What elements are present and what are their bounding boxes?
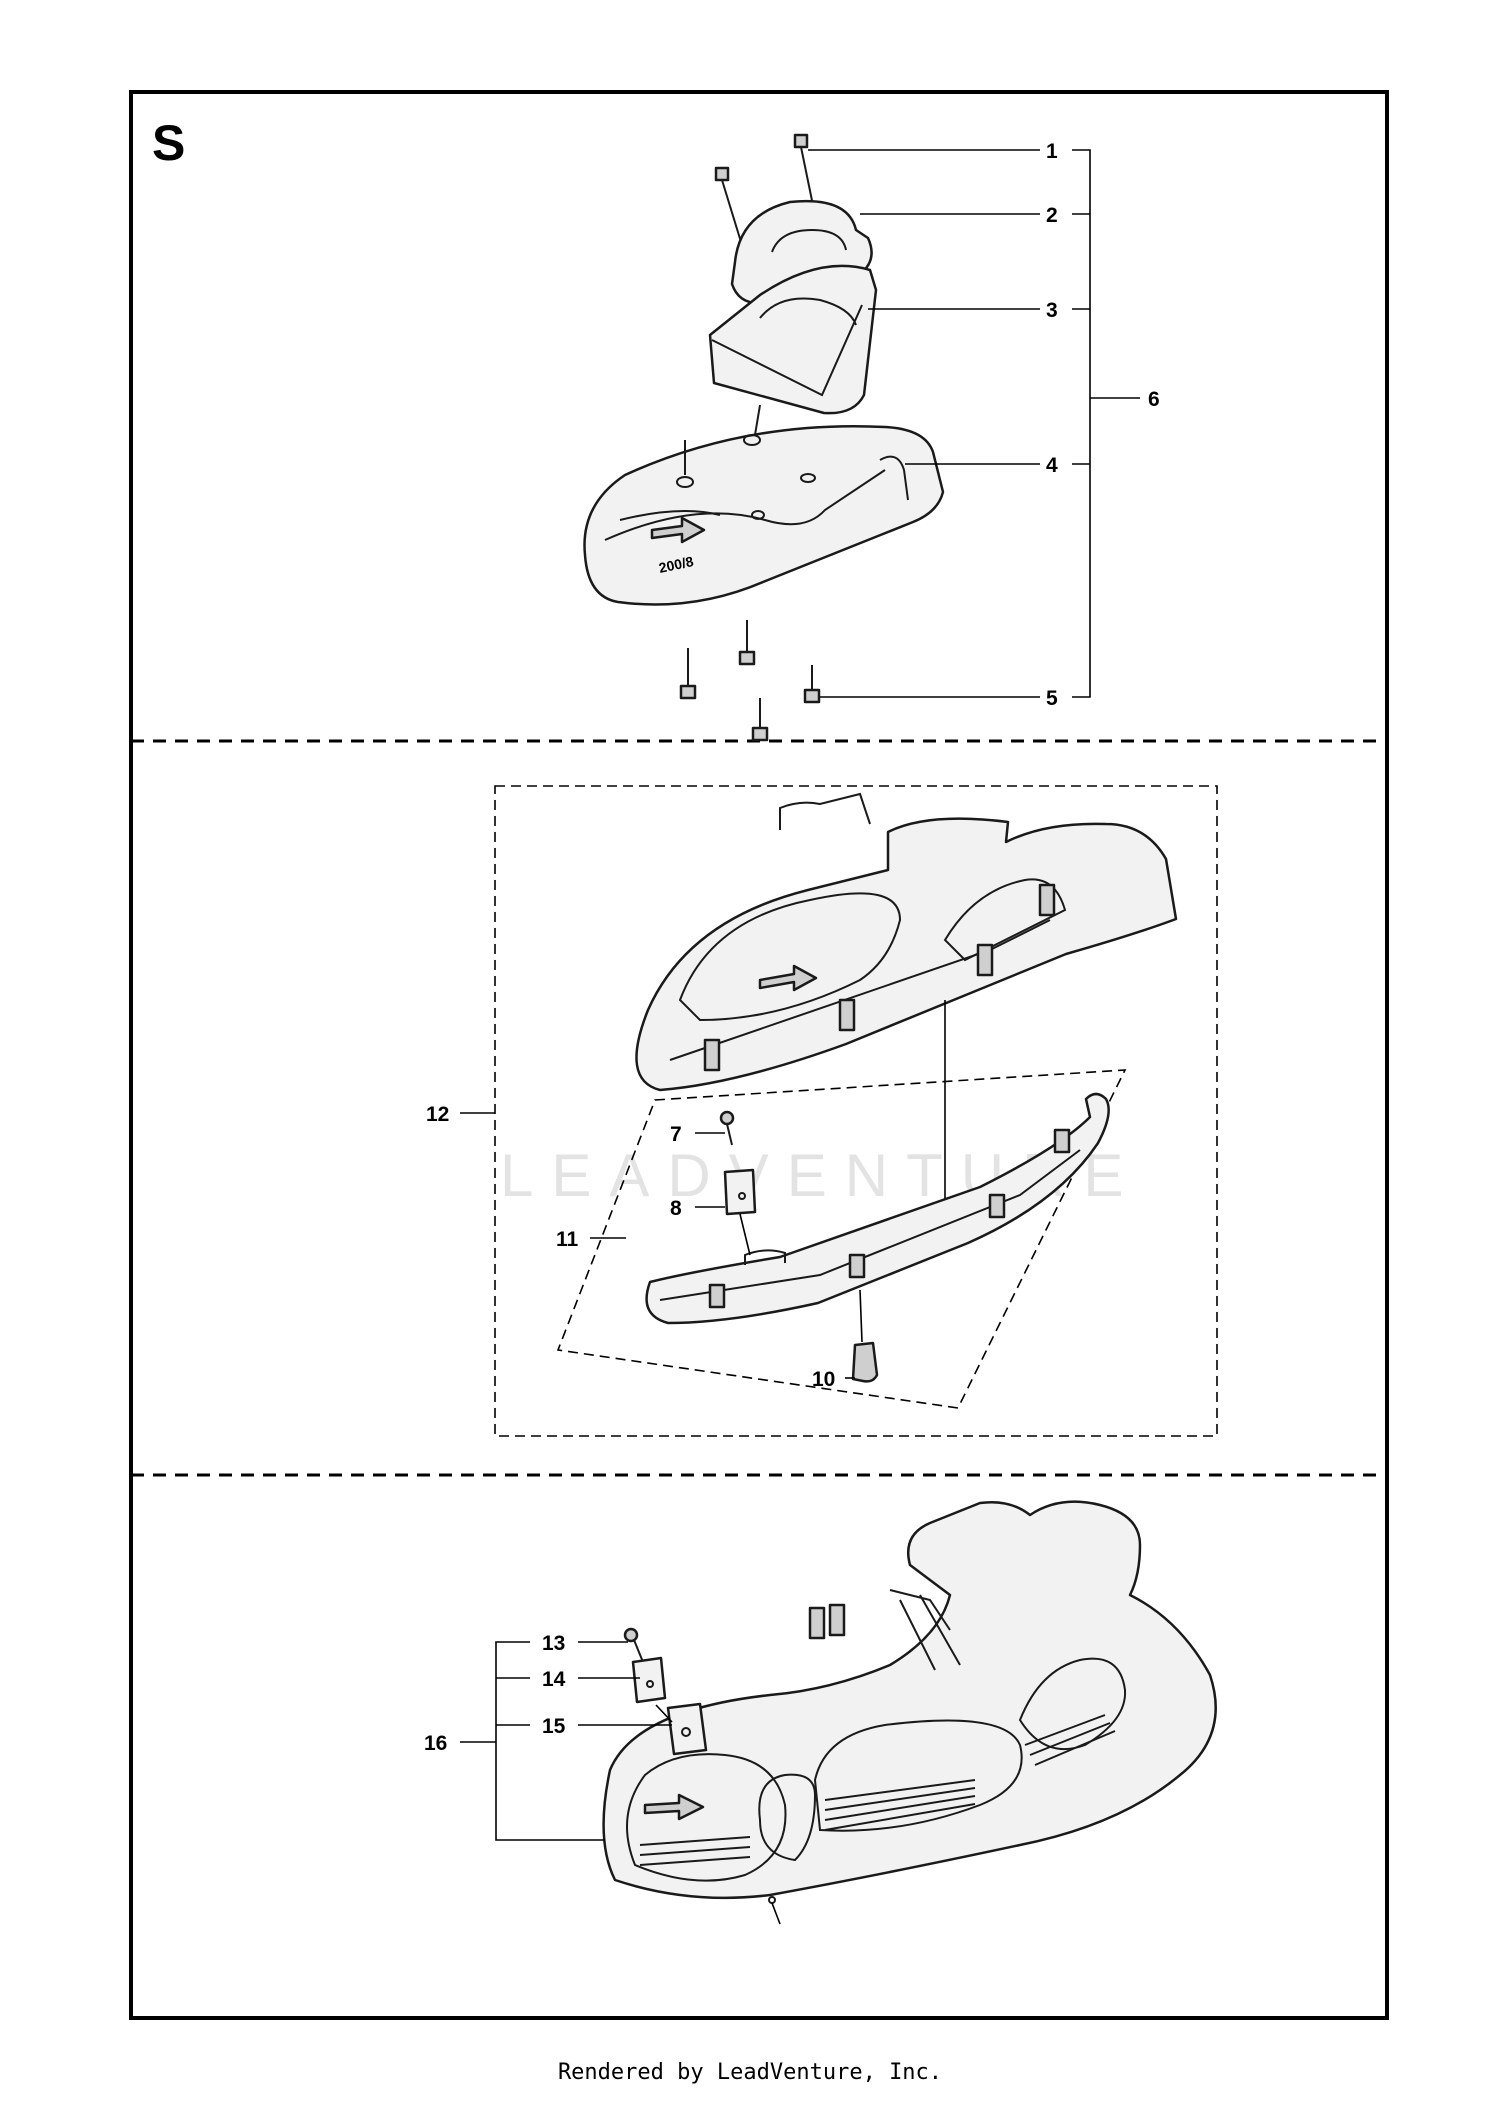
- callout-15: 15: [542, 1715, 566, 1738]
- guard-assembly-top: 200/8 1 2: [583, 133, 1160, 742]
- guard-part-16: [602, 1500, 1217, 1925]
- bracket-part-3: [708, 264, 878, 415]
- callout-11: 11: [556, 1228, 579, 1251]
- callout-7: 7: [670, 1123, 682, 1146]
- svg-text:200/8: 200/8: [657, 553, 695, 576]
- screw-part-5: [679, 620, 821, 742]
- callout-14: 14: [542, 1668, 566, 1691]
- plate-part-14: [631, 1656, 667, 1704]
- callout-2: 2: [1046, 204, 1058, 227]
- callout-12: 12: [426, 1103, 449, 1126]
- guard-assembly-middle: LEADVENTURE: [426, 785, 1218, 1437]
- callout-8: 8: [670, 1197, 682, 1220]
- callout-13: 13: [542, 1632, 565, 1655]
- plate-part-8: [723, 1168, 757, 1256]
- clip-part-10: [851, 1289, 879, 1383]
- callout-4: 4: [1046, 454, 1058, 477]
- diagram-frame: [129, 90, 1389, 2020]
- callout-6: 6: [1148, 388, 1160, 411]
- callout-3: 3: [1046, 299, 1058, 322]
- callout-5: 5: [1046, 687, 1058, 710]
- guard-part-12: [635, 792, 1178, 1230]
- shield-part-4: 200/8: [583, 404, 945, 606]
- kit-box-11: [556, 1069, 1127, 1409]
- callout-10: 10: [812, 1368, 835, 1391]
- callout-1: 1: [1046, 140, 1058, 163]
- callout-16: 16: [424, 1732, 447, 1755]
- block-part-15: [655, 1702, 708, 1756]
- kit-box-12: [494, 785, 1218, 1437]
- section-letter: S: [152, 115, 185, 171]
- blade-strip-part-11: [645, 1092, 1110, 1325]
- screw-part-7: [719, 1110, 735, 1146]
- footer-credit: Rendered by LeadVenture, Inc.: [557, 2060, 943, 2085]
- screw-part-13: [623, 1627, 644, 1663]
- guard-assembly-bottom: 13 14 15 16: [424, 1500, 1217, 1925]
